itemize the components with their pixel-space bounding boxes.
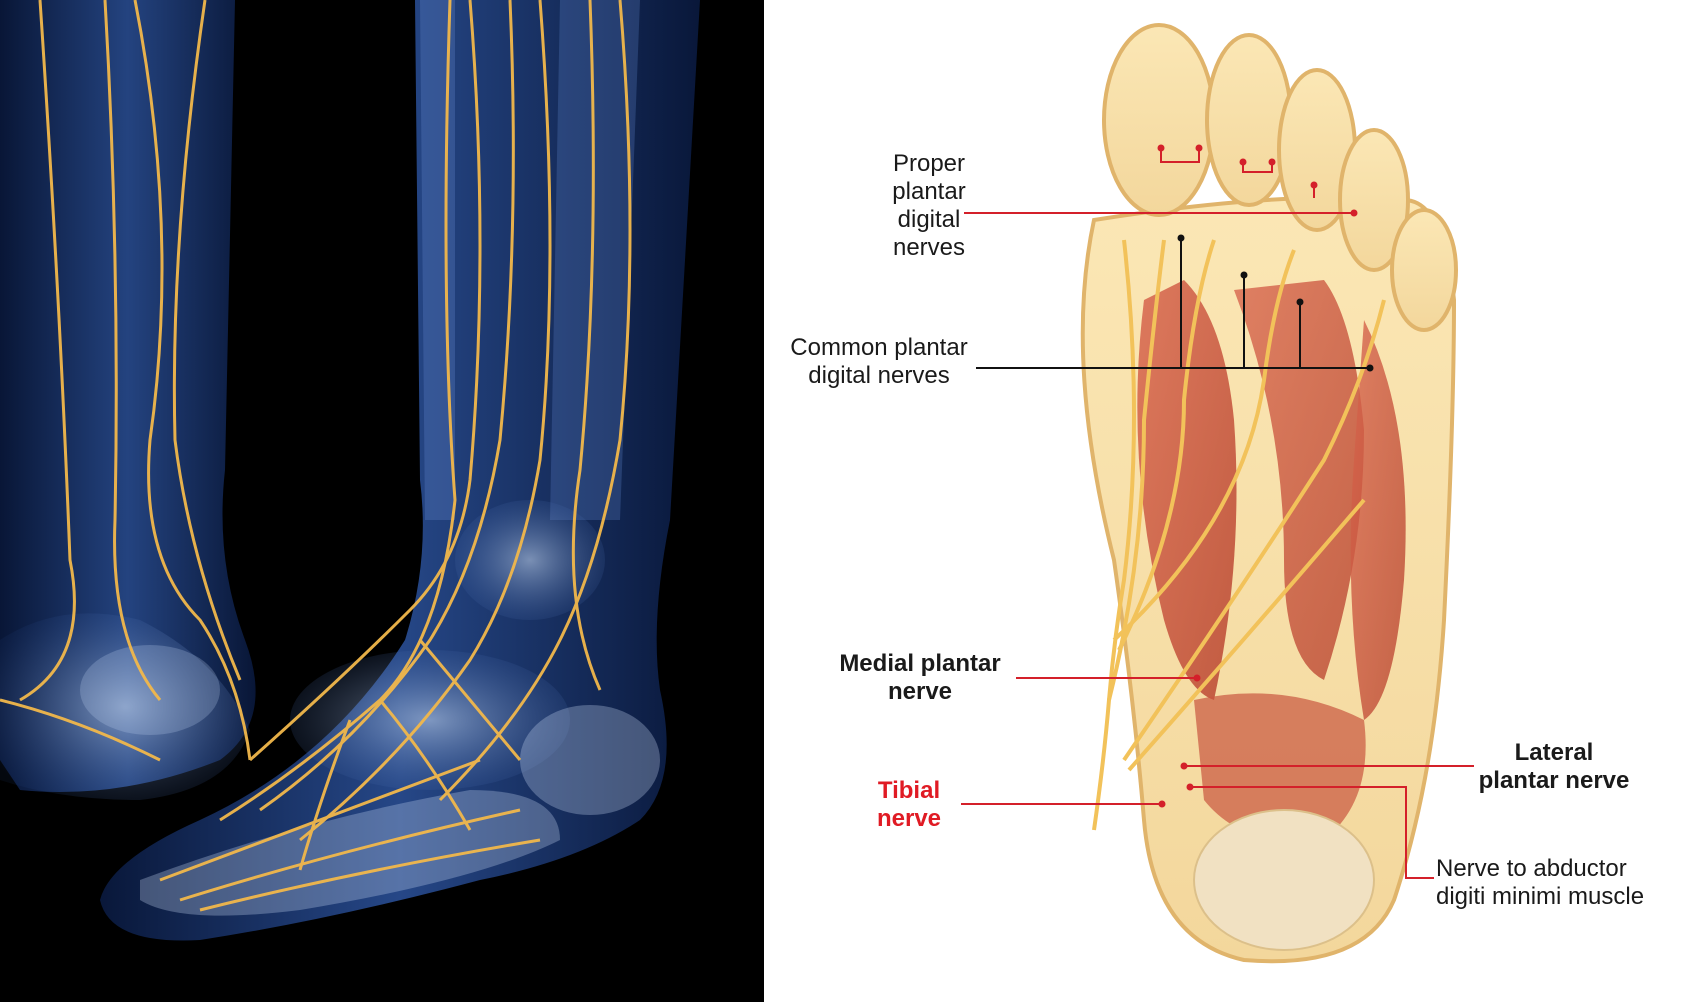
label-line: Tibial: [877, 777, 941, 804]
plantar-foot-diagram: Proper plantar digital nerves Common pla…: [764, 0, 1700, 1002]
back-leg: [0, 0, 256, 800]
label-line: Lateral: [1514, 739, 1594, 766]
label-line: nerve: [887, 678, 953, 705]
leader-lines: [961, 144, 1474, 879]
label-proper-plantar-digital-nerves: Proper plantar digital nerves: [864, 150, 994, 262]
label-tibial-nerve: Tibial nerve: [864, 777, 954, 833]
label-line: nerves: [892, 234, 966, 261]
plantar-muscles: [1137, 280, 1406, 951]
foot-illustration: [1080, 23, 1458, 964]
label-line: plantar: [892, 178, 966, 205]
label-line: plantar nerve: [1478, 767, 1630, 794]
label-line: Proper: [892, 150, 966, 177]
label-common-plantar-digital-nerves: Common plantar digital nerves: [779, 334, 979, 390]
label-lateral-plantar-nerve: Lateral plantar nerve: [1469, 739, 1639, 795]
label-line: digiti minimi muscle: [1436, 883, 1645, 910]
plantar-nerves: [1092, 239, 1386, 831]
label-medial-plantar-nerve: Medial plantar nerve: [830, 650, 1010, 706]
label-line: Common plantar: [790, 334, 968, 361]
leg-nerve-illustration: [0, 0, 700, 941]
label-line: nerve: [876, 805, 942, 832]
leg-nerve-render: [0, 0, 764, 1002]
label-nerve-to-abductor-digiti-minimi: Nerve to abductor digiti minimi muscle: [1436, 855, 1644, 911]
leg-nerves: [0, 0, 632, 912]
label-line: digital nerves: [808, 362, 950, 389]
label-line: digital: [897, 206, 961, 233]
label-line: Medial plantar: [839, 650, 1001, 677]
label-line: Nerve to abductor: [1436, 855, 1627, 882]
